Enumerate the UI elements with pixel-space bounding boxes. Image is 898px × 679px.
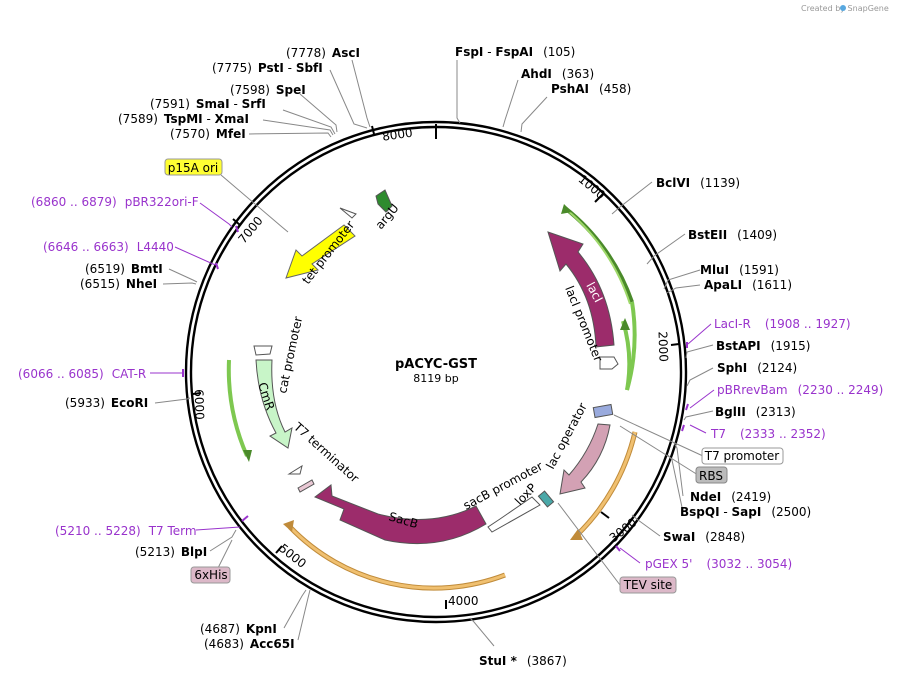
site-PstI-SbfI: (7775)PstI - SbfI xyxy=(212,61,323,75)
argU-arrow xyxy=(375,189,393,213)
tet-promoter-arrow xyxy=(285,224,356,279)
primer-ticks xyxy=(182,225,689,552)
tick-6000: 6000 xyxy=(192,389,207,420)
his-tag-mark xyxy=(297,479,315,493)
site-Acc65I: (4683)Acc65I xyxy=(204,637,295,651)
primer-labels: (6860 .. 6879)pBR322ori-F (6646 .. 6663)… xyxy=(18,195,883,571)
label-CmR: CmR xyxy=(255,381,277,412)
tick-5000: 5000 xyxy=(276,541,309,571)
cmr-arrow xyxy=(255,359,293,449)
site-NheI: (6515)NheI xyxy=(80,277,157,291)
primer-LacI-R: LacI-R(1908 .. 1927) xyxy=(714,317,851,331)
site-KpnI: (4687)KpnI xyxy=(200,622,277,636)
lacI-arrow xyxy=(547,231,615,348)
snapgene-logo-icon xyxy=(840,5,846,11)
orange-arrowhead-icon xyxy=(283,520,294,532)
site-TspMI-XmaI: (7589)TspMI - XmaI xyxy=(118,112,249,126)
loxP-region xyxy=(537,490,555,508)
rbs-label: RBS xyxy=(695,466,728,484)
svg-text:TEV site: TEV site xyxy=(623,578,673,592)
site-BglII: BglII(2313) xyxy=(715,405,796,419)
6xhis-label: 6xHis xyxy=(190,566,231,584)
tev-site-label: TEV site xyxy=(619,576,677,594)
primer-T7: T7(2333 .. 2352) xyxy=(710,427,826,441)
site-SphI: SphI(2124) xyxy=(717,361,797,375)
green-arrowhead-icon xyxy=(620,318,630,330)
tick-8000: 8000 xyxy=(381,126,413,144)
site-ApaLI: ApaLI(1611) xyxy=(704,278,792,292)
label-t7-terminator: T7 terminator xyxy=(290,419,362,485)
orange-arrowhead-icon xyxy=(570,529,583,540)
sacB-promoter-arrow xyxy=(487,496,541,533)
lacI-promoter-green-track xyxy=(621,320,632,391)
svg-text:RBS: RBS xyxy=(699,469,723,483)
site-labels: (7778)AscI (7775)PstI - SbfI (7598)SpeI … xyxy=(65,45,811,668)
site-BspQI-SapI: BspQI - SapI(2500) xyxy=(680,505,811,519)
primer-pBR322ori-F: (6860 .. 6879)pBR322ori-F xyxy=(31,195,199,209)
t7-promoter-region xyxy=(592,403,614,419)
site-AhdI: AhdI(363) xyxy=(521,67,594,81)
site-PshAI: PshAI(458) xyxy=(551,82,631,96)
primer-CAT-R: (6066 .. 6085)CAT-R xyxy=(18,367,146,381)
svg-text:6xHis: 6xHis xyxy=(194,568,227,582)
primer-L4440: (6646 .. 6663)L4440 xyxy=(43,240,174,254)
lacI-promoter-arrow xyxy=(599,356,619,370)
gst-arrow xyxy=(559,423,611,495)
label-argU: argU xyxy=(373,201,402,232)
site-SmaI-SrfI: (7591)SmaI - SrfI xyxy=(150,97,266,111)
green-arrowhead-icon xyxy=(561,204,572,214)
site-BmtI: (6519)BmtI xyxy=(85,262,163,276)
tick-4000: 4000 xyxy=(448,594,479,608)
snapgene-credit: Created by SnapGene xyxy=(801,4,889,13)
sacB-arrow xyxy=(313,484,487,545)
svg-text:p15A ori: p15A ori xyxy=(168,161,219,175)
site-StuI: StuI *(3867) xyxy=(479,654,567,668)
t7-terminator-mark xyxy=(287,464,303,475)
p15a-ori-label: p15A ori xyxy=(164,158,223,176)
site-FspI-FspAI: FspI - FspAI(105) xyxy=(455,45,575,59)
site-NdeI: NdeI(2419) xyxy=(690,490,771,504)
cmr-green-track xyxy=(226,359,249,457)
site-BlpI: (5213)BlpI xyxy=(135,545,207,559)
cat-promoter-arrow xyxy=(253,345,273,356)
primer-leader-lines xyxy=(150,202,715,564)
site-MfeI: (7570)MfeI xyxy=(170,127,246,141)
tick-marks xyxy=(192,124,680,609)
small-promoter-mark xyxy=(339,207,357,219)
plasmid-size: 8119 bp xyxy=(413,372,458,385)
tick-3000: 3000 xyxy=(607,515,640,545)
svg-text:T7 promoter: T7 promoter xyxy=(704,449,780,463)
tick-2000: 2000 xyxy=(656,331,671,362)
site-SwaI: SwaI(2848) xyxy=(663,530,745,544)
primer-pGEX-5: pGEX 5'(3032 .. 3054) xyxy=(645,557,792,571)
t7-promoter-label: T7 promoter xyxy=(701,447,784,465)
site-BstEII: BstEII(1409) xyxy=(688,228,777,242)
site-EcoRI: (5933)EcoRI xyxy=(65,396,148,410)
site-AscI: (7778)AscI xyxy=(286,46,360,60)
site-SpeI: (7598)SpeI xyxy=(230,83,306,97)
site-BclVI: BclVI(1139) xyxy=(656,176,740,190)
primer-pBRrevBam: pBRrevBam(2230 .. 2249) xyxy=(717,383,883,397)
primer-T7-Term: (5210 .. 5228)T7 Term xyxy=(55,524,197,538)
site-MluI: MluI(1591) xyxy=(700,263,779,277)
label-cat-promoter: cat promoter xyxy=(275,315,305,394)
site-BstAPI: BstAPI(1915) xyxy=(716,339,810,353)
backbone-outer xyxy=(184,120,688,624)
plasmid-name: pACYC-GST xyxy=(395,357,477,372)
green-arrowhead-icon xyxy=(243,450,252,462)
